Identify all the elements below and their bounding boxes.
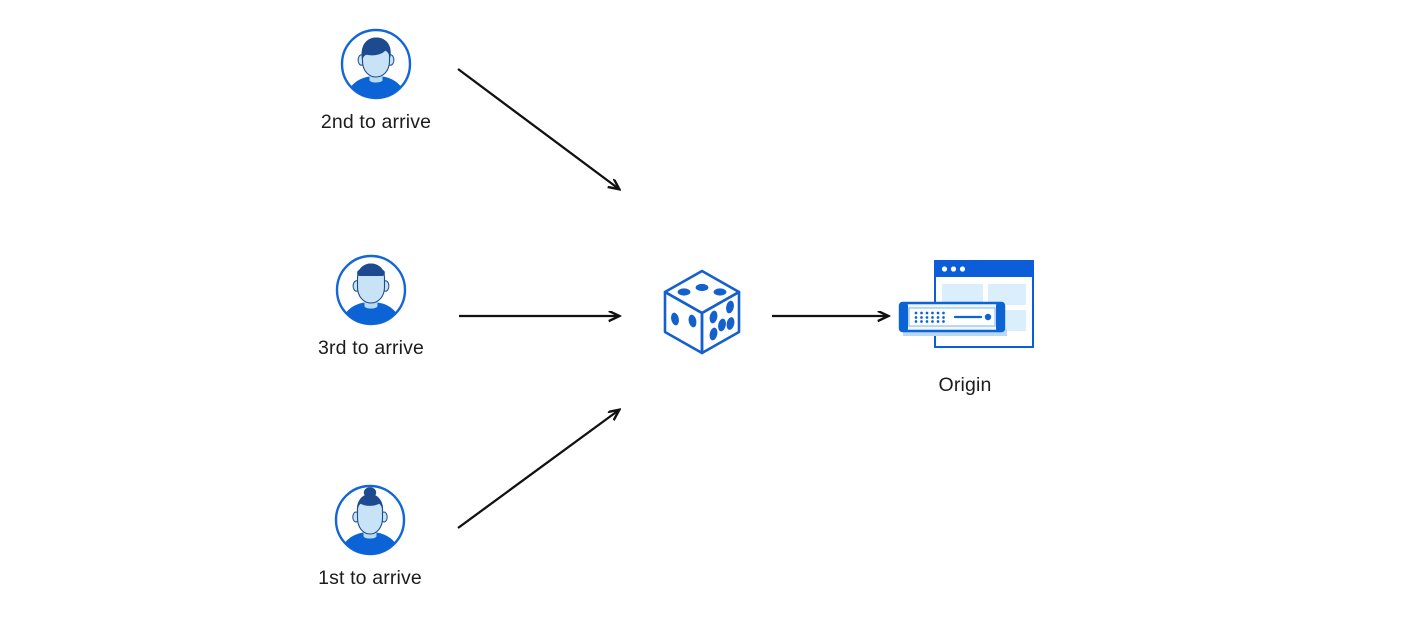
- node-label: 3rd to arrive: [318, 337, 424, 359]
- node-label: 2nd to arrive: [320, 111, 432, 133]
- node-label: Origin: [938, 374, 992, 396]
- user-avatar-icon: [332, 482, 408, 558]
- node-client-3rd[interactable]: 3rd to arrive: [292, 252, 450, 360]
- node-client-2nd[interactable]: 2nd to arrive: [297, 26, 455, 134]
- node-origin[interactable]: Origin: [893, 257, 1037, 397]
- user-avatar-icon: [338, 26, 414, 102]
- node-label: 1st to arrive: [318, 567, 422, 589]
- node-dice[interactable]: [660, 266, 744, 358]
- edge-1st-to-dice: [457, 410, 619, 529]
- origin-server-icon: [893, 257, 1037, 365]
- edge-2nd-to-dice: [457, 68, 619, 189]
- user-avatar-icon: [333, 252, 409, 328]
- dice-cube-icon: [660, 266, 744, 358]
- node-client-1st[interactable]: 1st to arrive: [291, 482, 449, 590]
- server-appliance-icon: [898, 301, 1007, 336]
